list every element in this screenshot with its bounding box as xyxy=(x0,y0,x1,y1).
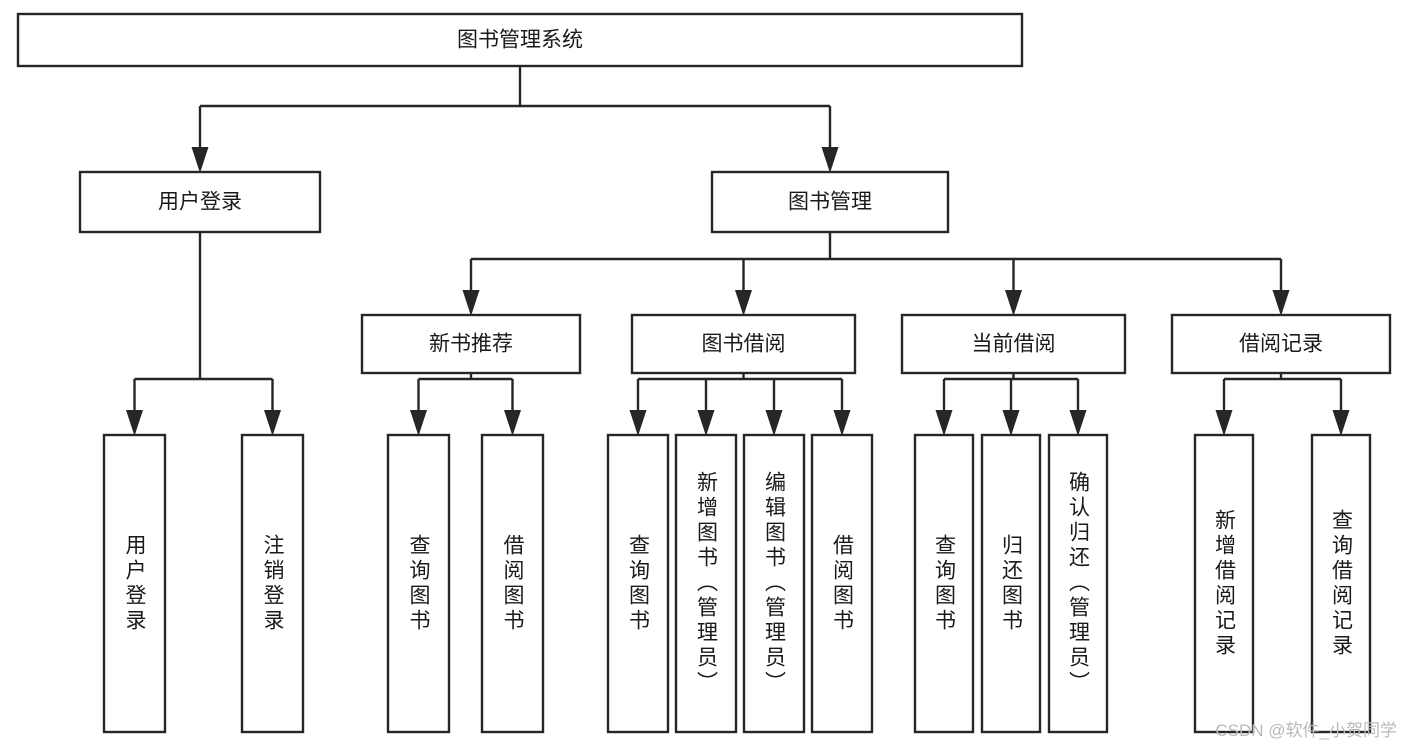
node-borrow-record[interactable]: 借阅记录 xyxy=(1170,313,1392,375)
node-book-manage[interactable]: 图书管理 xyxy=(710,170,950,234)
node-box-leaf-query-book-1[interactable] xyxy=(386,433,451,734)
node-leaf-add-record[interactable] xyxy=(1193,433,1255,734)
arrow-head-icon-leaf-user-login xyxy=(126,410,143,436)
node-book-borrow[interactable]: 图书借阅 xyxy=(630,313,857,375)
edge-group-book-borrow xyxy=(629,373,851,436)
node-label-borrow-record: 借阅记录 xyxy=(1239,333,1323,356)
arrow-head-icon-leaf-query-book-3 xyxy=(935,410,953,436)
node-box-book-manage[interactable] xyxy=(710,170,950,234)
node-box-leaf-borrow-book-1[interactable] xyxy=(480,433,545,734)
node-box-leaf-query-book-3[interactable] xyxy=(913,433,975,734)
arrow-head-icon-current-borrow xyxy=(1005,290,1022,316)
node-box-leaf-confirm-return[interactable] xyxy=(1047,433,1109,734)
node-label-new-book-recommend: 新书推荐 xyxy=(429,333,513,356)
node-user-login[interactable]: 用户登录 xyxy=(78,170,322,234)
node-leaf-borrow-book-1[interactable] xyxy=(480,433,545,734)
node-leaf-borrow-book-2[interactable] xyxy=(810,433,874,734)
edge-group-new-book-recommend xyxy=(410,373,521,436)
node-label-book-borrow: 图书借阅 xyxy=(702,333,786,356)
node-new-book-recommend[interactable]: 新书推荐 xyxy=(360,313,582,375)
node-box-new-book-recommend[interactable] xyxy=(360,313,582,375)
arrow-head-icon-borrow-record xyxy=(1272,290,1290,316)
node-label-current-borrow: 当前借阅 xyxy=(972,333,1056,356)
node-box-user-login[interactable] xyxy=(78,170,322,234)
node-box-leaf-user-login[interactable] xyxy=(102,433,167,734)
node-leaf-query-book-3[interactable] xyxy=(913,433,975,734)
node-box-leaf-add-book[interactable] xyxy=(674,433,738,734)
node-label-book-manage: 图书管理 xyxy=(788,191,872,214)
node-leaf-user-login[interactable] xyxy=(102,433,167,734)
node-leaf-query-book-1[interactable] xyxy=(386,433,451,734)
node-box-leaf-logout[interactable] xyxy=(240,433,305,734)
node-box-borrow-record[interactable] xyxy=(1170,313,1392,375)
arrow-head-icon-leaf-logout xyxy=(264,410,281,436)
edge-group-book-manage xyxy=(462,232,1290,316)
arrow-head-icon-leaf-query-record xyxy=(1332,410,1350,436)
arrow-head-icon-leaf-borrow-book-2 xyxy=(833,410,851,436)
node-leaf-confirm-return[interactable] xyxy=(1047,433,1109,734)
node-label-user-login: 用户登录 xyxy=(158,191,242,214)
node-box-leaf-add-record[interactable] xyxy=(1193,433,1255,734)
edge-group-root xyxy=(191,66,839,173)
edge-group-borrow-record xyxy=(1215,373,1350,436)
node-leaf-logout[interactable] xyxy=(240,433,305,734)
node-leaf-return-book[interactable] xyxy=(980,433,1042,734)
node-box-leaf-edit-book[interactable] xyxy=(742,433,806,734)
node-leaf-add-book[interactable] xyxy=(674,433,738,734)
node-root[interactable]: 图书管理系统 xyxy=(16,12,1024,68)
node-leaf-query-record[interactable] xyxy=(1310,433,1372,734)
node-box-leaf-borrow-book-2[interactable] xyxy=(810,433,874,734)
node-box-root[interactable] xyxy=(16,12,1024,68)
arrow-head-icon-leaf-return-book xyxy=(1002,410,1020,436)
node-box-leaf-query-book-2[interactable] xyxy=(606,433,670,734)
arrow-head-icon-leaf-query-book-1 xyxy=(410,410,427,436)
arrow-head-icon-book-borrow xyxy=(735,290,752,316)
arrow-head-icon-user-login xyxy=(191,147,209,173)
arrow-head-icon-leaf-borrow-book-1 xyxy=(504,410,521,436)
arrow-head-icon-leaf-add-record xyxy=(1215,410,1233,436)
node-box-book-borrow[interactable] xyxy=(630,313,857,375)
node-leaf-query-book-2[interactable] xyxy=(606,433,670,734)
arrow-head-icon-book-manage xyxy=(821,147,839,173)
edges-layer xyxy=(126,66,1350,436)
node-current-borrow[interactable]: 当前借阅 xyxy=(900,313,1127,375)
node-box-leaf-return-book[interactable] xyxy=(980,433,1042,734)
edge-group-user-login xyxy=(126,232,281,436)
arrow-head-icon-new-book-recommend xyxy=(462,290,480,316)
node-box-leaf-query-record[interactable] xyxy=(1310,433,1372,734)
node-label-root: 图书管理系统 xyxy=(457,29,583,52)
arrow-head-icon-leaf-add-book xyxy=(697,410,715,436)
edge-group-current-borrow xyxy=(935,373,1087,436)
arrow-head-icon-leaf-query-book-2 xyxy=(629,410,647,436)
arrow-head-icon-leaf-edit-book xyxy=(765,410,783,436)
arrow-head-icon-leaf-confirm-return xyxy=(1069,410,1087,436)
node-leaf-edit-book[interactable] xyxy=(742,433,806,734)
node-box-current-borrow[interactable] xyxy=(900,313,1127,375)
